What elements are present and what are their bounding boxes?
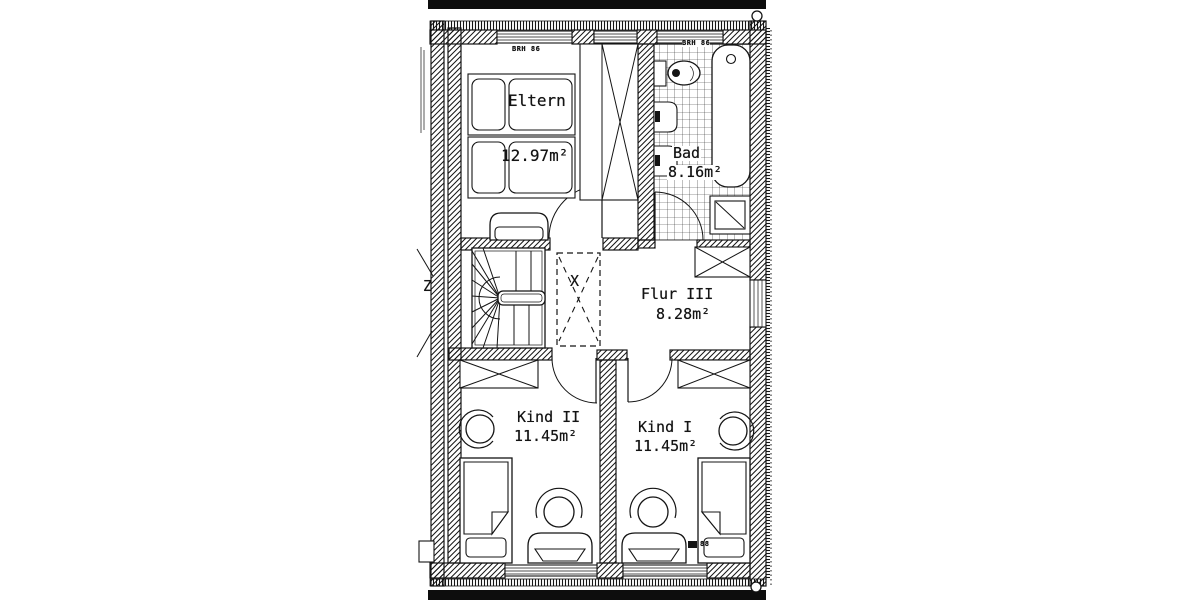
wardrobe-parents [579, 43, 639, 201]
bathtub [711, 44, 751, 188]
door-arc-bad [654, 191, 704, 241]
bed-kind2 [459, 457, 513, 564]
window-eltern-1 [496, 30, 573, 44]
wardrobe-hall [694, 246, 751, 278]
corner-chair-kind1 [718, 411, 755, 451]
window-kind1 [622, 564, 708, 577]
sill-height-label-bad: BRH 86 [682, 39, 711, 47]
bench-parents [489, 212, 549, 241]
desk-chair-kind2 [527, 487, 593, 564]
scan-bar-top [428, 0, 766, 9]
wardrobe-kind1 [677, 359, 751, 389]
door-arc-kind1 [627, 357, 673, 403]
corner-chair-kind2 [458, 409, 495, 449]
sink-1 [653, 101, 678, 133]
room-area-bad: 8.16m² [667, 163, 724, 181]
staircase [471, 247, 546, 349]
scan-edge-remnants [416, 47, 435, 563]
desk-chair-kind1 [621, 487, 697, 564]
scan-bar-bottom [428, 590, 766, 600]
window-kind2 [504, 564, 598, 577]
shower [709, 195, 751, 235]
exterior-walls [429, 20, 770, 587]
room-area-flur: 8.28m² [656, 305, 711, 323]
room-label-kind2: Kind II [517, 408, 581, 426]
window-flur [749, 279, 767, 328]
door-arc-kind2 [551, 357, 598, 404]
bed-parents-1 [467, 73, 576, 136]
void-x-mark: X [570, 272, 580, 290]
room-area-kind1: 11.45m² [634, 437, 698, 455]
attic-void-marker [556, 252, 601, 347]
desk-mark-label: 88 [700, 540, 710, 548]
room-label-kind1: Kind I [638, 418, 693, 436]
room-label-flur: Flur III [641, 285, 714, 303]
room-label-bad: Bad [672, 144, 702, 162]
room-label-eltern: Eltern [508, 91, 566, 110]
bed-parents-2 [467, 136, 576, 199]
window-eltern-2 [593, 30, 638, 44]
downpipe-top [751, 10, 763, 22]
wardrobe-kind2 [459, 359, 539, 389]
room-area-kind2: 11.45m² [514, 427, 578, 445]
bed-kind1 [697, 457, 751, 564]
edge-z-label: Z [423, 277, 433, 295]
downpipe-bottom [750, 581, 762, 593]
toilet [653, 60, 701, 87]
sill-height-label-eltern: BRH 86 [512, 45, 541, 53]
room-area-eltern: 12.97m² [501, 146, 569, 165]
